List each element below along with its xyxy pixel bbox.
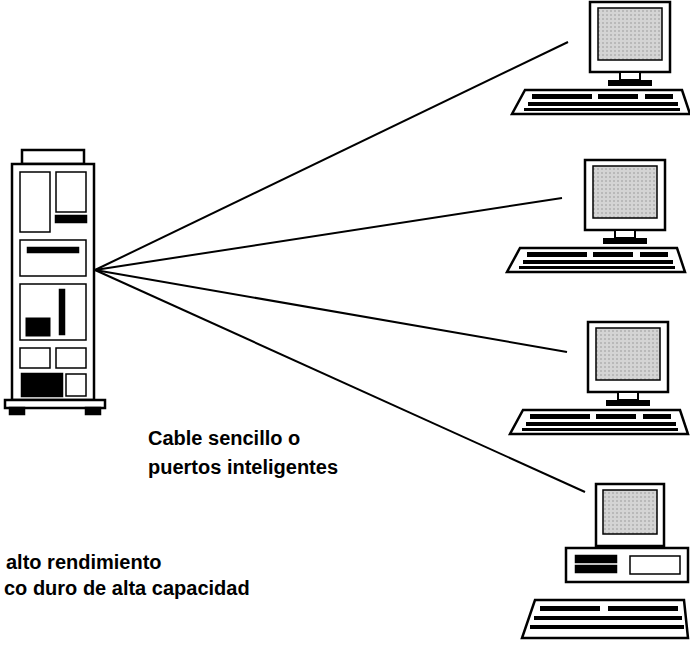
workstation-icon xyxy=(510,322,688,434)
cable-line xyxy=(95,198,562,270)
workstation-icon xyxy=(507,160,685,272)
desktop-computer-icon xyxy=(522,484,688,638)
server-tower xyxy=(5,150,105,414)
cable-line xyxy=(95,270,585,492)
annotation-label: Cable sencillo o puertos inteligentes xyxy=(148,424,363,482)
cable-line xyxy=(95,42,568,270)
workstation-icon xyxy=(512,2,690,114)
annotation-label: alto rendimiento xyxy=(6,548,162,577)
annotation-label: co duro de alta capacidad xyxy=(4,574,250,603)
cable-line xyxy=(95,270,567,352)
